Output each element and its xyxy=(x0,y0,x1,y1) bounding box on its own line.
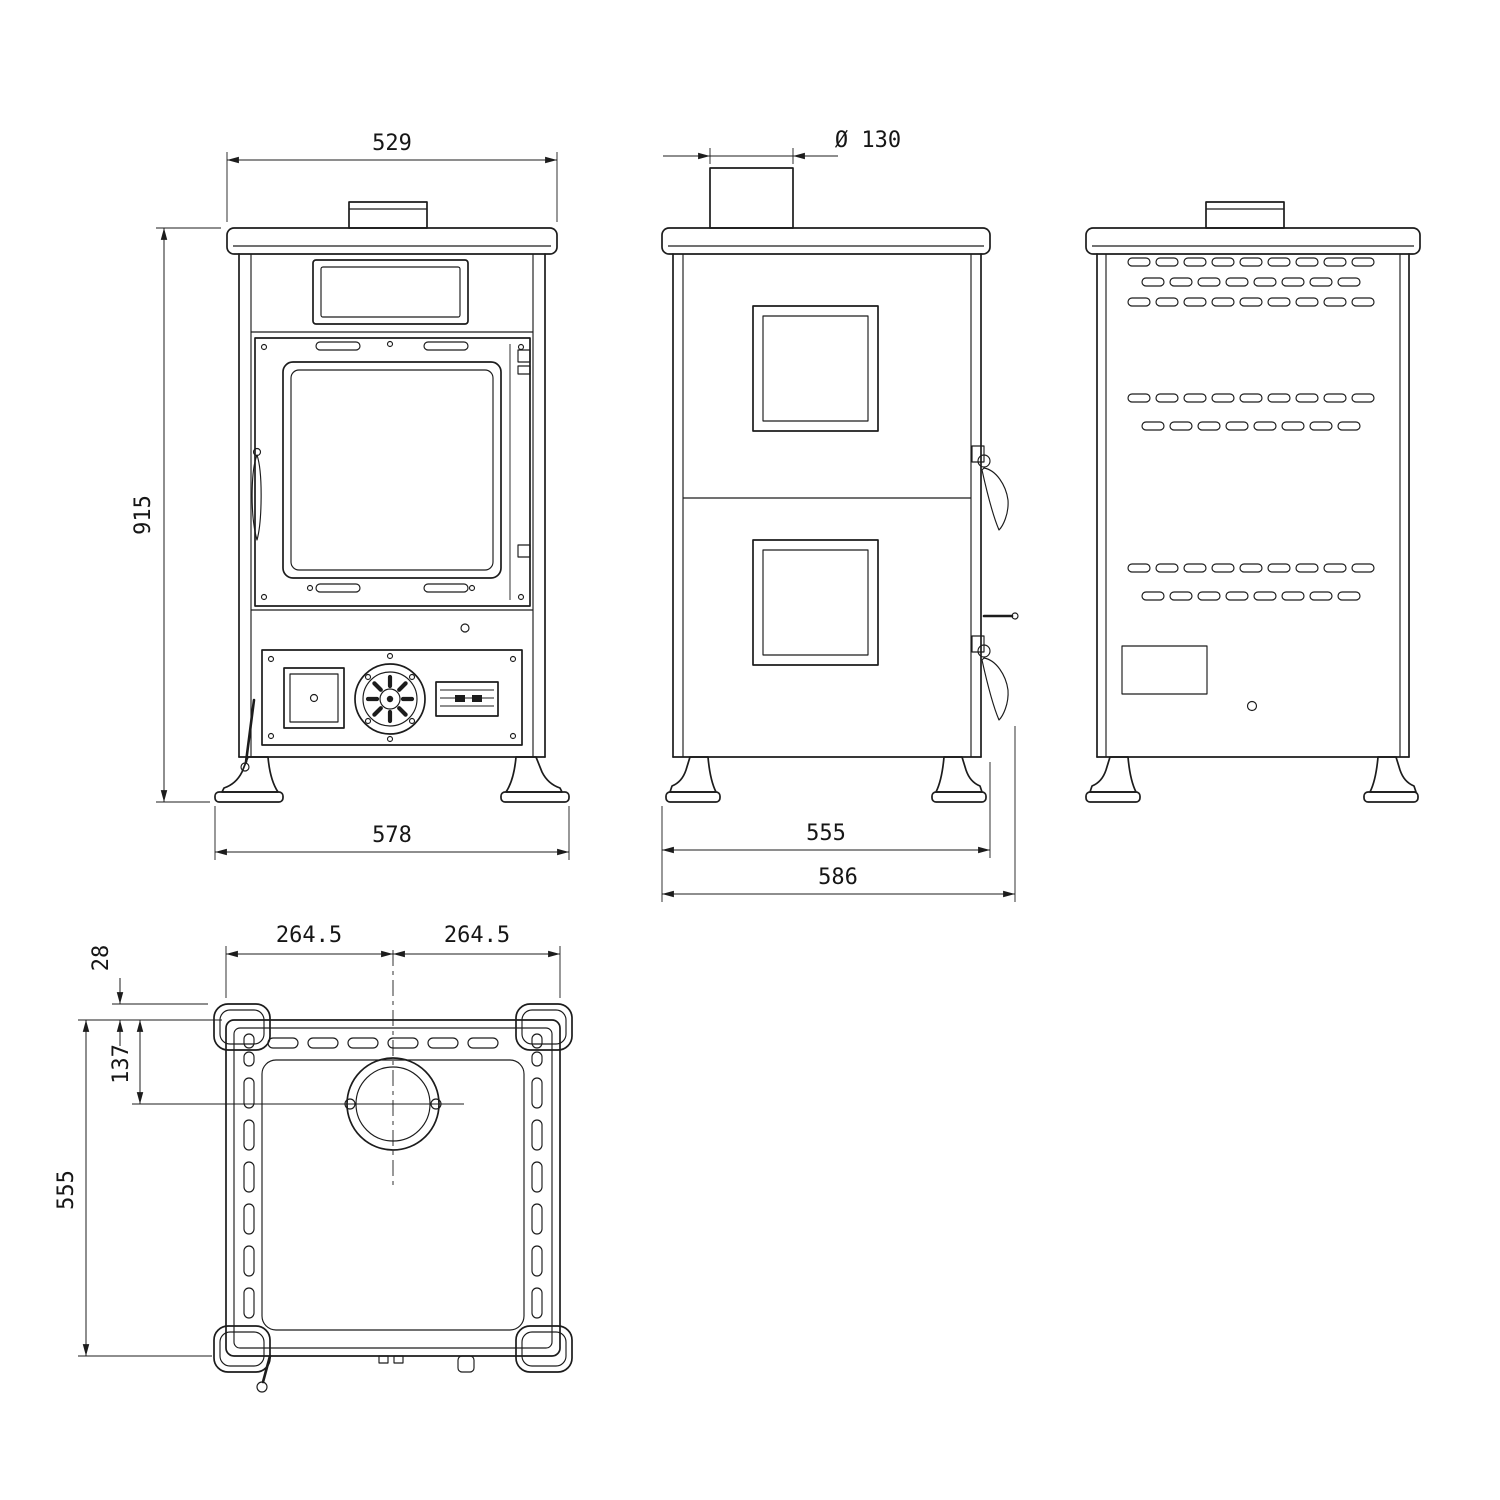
front-foot-right xyxy=(500,756,570,803)
side-body xyxy=(672,253,982,758)
dim-side-depth: 555 xyxy=(661,762,991,902)
dim-label-264-left: 264.5 xyxy=(276,923,342,948)
dim-label-555-side: 555 xyxy=(806,821,846,846)
dim-label-915: 915 xyxy=(131,495,156,535)
dim-label-137: 137 xyxy=(109,1044,134,1084)
air-control-knob xyxy=(354,663,426,735)
top-view: 264.5 264.5 28 137 555 xyxy=(54,923,573,1393)
dim-label-586: 586 xyxy=(818,865,858,890)
front-top-plate xyxy=(226,227,558,255)
dim-label-28: 28 xyxy=(89,945,114,972)
side-view: Ø 130 555 586 xyxy=(661,128,1019,902)
dim-front-top-width: 529 xyxy=(226,131,558,222)
front-foot-left xyxy=(214,756,284,803)
side-tile-lower xyxy=(752,539,879,666)
front-fire-door xyxy=(251,337,531,607)
rear-body xyxy=(1096,253,1410,758)
side-door-handle-upper xyxy=(971,445,1009,531)
dim-label-578: 578 xyxy=(372,823,412,848)
side-foot-left xyxy=(665,756,721,803)
dim-front-height: 915 xyxy=(131,227,221,803)
rear-screw xyxy=(1246,700,1258,712)
rear-foot-left xyxy=(1085,756,1141,803)
top-vent-slots xyxy=(243,1033,543,1319)
side-foot-right xyxy=(931,756,987,803)
dim-label-264-right: 264.5 xyxy=(444,923,510,948)
dim-label-529: 529 xyxy=(372,131,412,156)
top-bottom-hardware xyxy=(256,1354,475,1393)
dim-label-flue: Ø 130 xyxy=(835,128,901,153)
side-flue-pipe xyxy=(709,167,794,229)
dim-label-555-top: 555 xyxy=(54,1170,79,1210)
rear-flue-collar xyxy=(1205,201,1285,229)
front-view: 529 915 578 xyxy=(131,131,570,860)
front-ash-panel xyxy=(240,649,523,772)
dim-top-rear-offset: 28 xyxy=(78,945,222,1046)
front-flue-collar xyxy=(348,201,428,229)
ash-door xyxy=(283,667,345,729)
front-body xyxy=(238,253,546,758)
side-door-handle-lower xyxy=(971,635,1009,721)
front-vent-window xyxy=(312,259,469,325)
dim-front-base-width: 578 xyxy=(214,806,570,860)
dim-flue-diameter: Ø 130 xyxy=(663,128,901,164)
rear-view xyxy=(1085,201,1421,803)
rear-access-plate xyxy=(1121,645,1208,695)
rear-foot-right xyxy=(1363,756,1419,803)
dim-top-flue-offset: 137 xyxy=(109,1019,144,1104)
dim-side-overall-depth: 586 xyxy=(662,726,1016,902)
side-tile-upper xyxy=(752,305,879,432)
top-corner-pads xyxy=(213,1003,573,1373)
air-grille xyxy=(435,681,499,717)
rear-vent-slots xyxy=(1127,257,1375,601)
side-top-plate xyxy=(661,227,991,255)
top-flue-opening xyxy=(132,950,464,1190)
front-door-handle xyxy=(251,447,262,541)
dim-top-depth: 555 xyxy=(54,1019,212,1357)
side-latch-pin xyxy=(982,612,1019,620)
dim-top-half-widths: 264.5 264.5 xyxy=(225,923,561,998)
front-door-glass xyxy=(282,361,502,579)
rear-top-plate xyxy=(1085,227,1421,255)
